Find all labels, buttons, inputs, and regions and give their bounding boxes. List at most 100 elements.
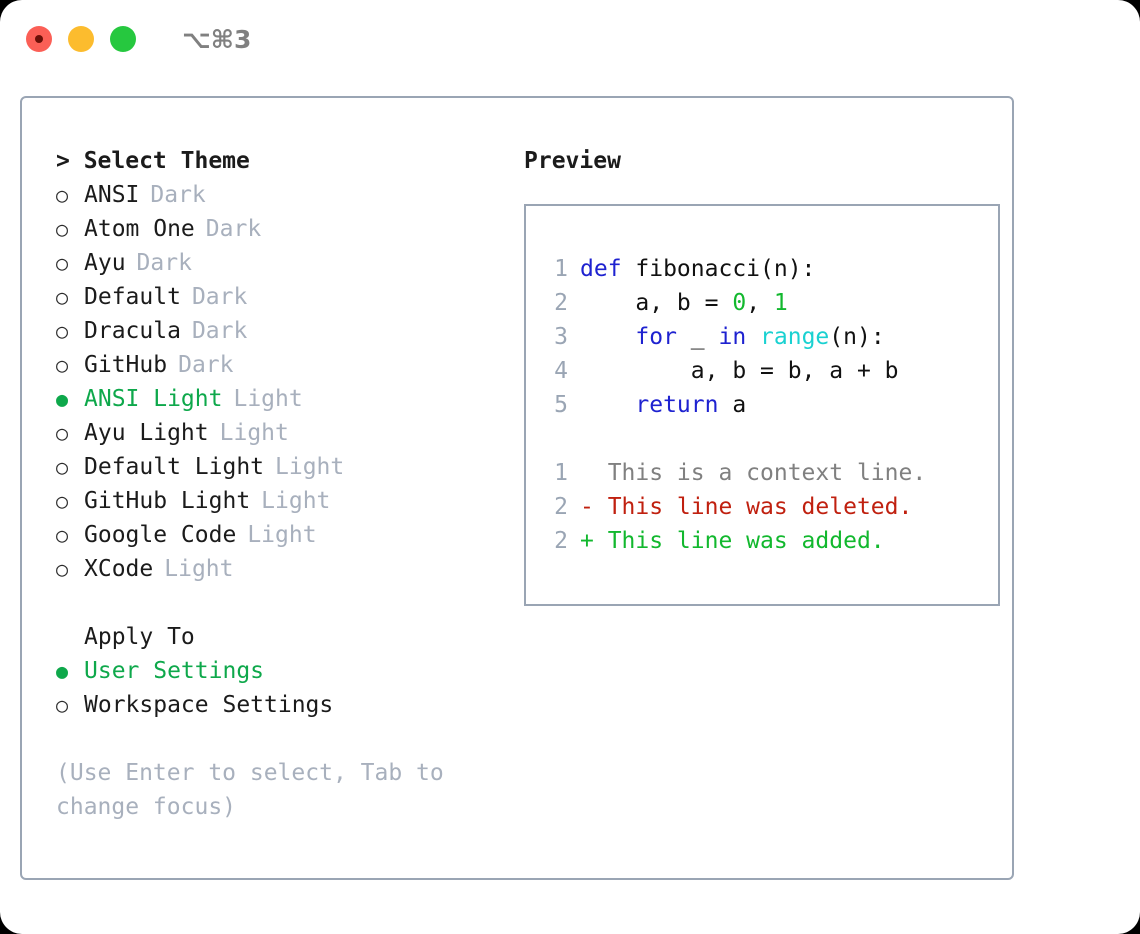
radio-unselected-icon: ○ bbox=[56, 455, 69, 479]
code-token-kw: return bbox=[635, 392, 719, 418]
title-bar: ⌥⌘3 bbox=[0, 0, 1140, 78]
select-theme-header: > Select Theme bbox=[56, 148, 250, 174]
radio-selected-icon: ● bbox=[56, 659, 69, 683]
theme-option-label: Google Code bbox=[84, 522, 237, 548]
diff-line-text: This is a context line. bbox=[580, 460, 927, 486]
code-token-kw: in bbox=[718, 324, 747, 350]
radio-unselected-icon: ○ bbox=[56, 693, 69, 717]
theme-option-tag: Light bbox=[275, 454, 345, 480]
preview-title: Preview bbox=[524, 148, 621, 174]
diff-line-number: 2 bbox=[554, 494, 568, 520]
diff-line-text: - This line was deleted. bbox=[580, 494, 913, 520]
keyboard-shortcut-label: ⌥⌘3 bbox=[182, 24, 252, 54]
code-line-content: a, b = b, a + b bbox=[580, 354, 899, 388]
theme-option-label: Atom One bbox=[84, 216, 195, 242]
code-line-number: 1 bbox=[554, 256, 568, 282]
minimize-window-button[interactable] bbox=[68, 26, 94, 52]
radio-unselected-icon: ○ bbox=[56, 217, 69, 241]
apply-to-list[interactable]: ● User Settings ○ Workspace Settings bbox=[56, 654, 500, 722]
diff-sample: 1 This is a context line. 2 - This line wa… bbox=[544, 456, 998, 558]
theme-option-tag: Dark bbox=[150, 182, 206, 208]
theme-option-ayu[interactable]: ○ Ayu Dark bbox=[56, 246, 500, 280]
theme-option-tag: Dark bbox=[205, 216, 262, 242]
radio-unselected-icon: ○ bbox=[56, 183, 69, 207]
code-line-content: a, b = 0, 1 bbox=[580, 286, 788, 320]
code-line-content: for _ in range(n): bbox=[580, 320, 885, 354]
code-token-id: _ bbox=[676, 324, 719, 350]
close-icon bbox=[35, 35, 43, 43]
apply-to-option-user-settings[interactable]: ● User Settings bbox=[56, 654, 500, 688]
theme-option-label: Ayu bbox=[84, 250, 126, 276]
diff-line-text: + This line was added. bbox=[580, 528, 885, 554]
theme-option-ayu-light[interactable]: ○ Ayu Light Light bbox=[56, 416, 500, 450]
theme-option-label: ANSI bbox=[84, 182, 140, 208]
code-token-num: 1 bbox=[773, 290, 788, 316]
theme-option-tag: Dark bbox=[191, 318, 248, 344]
code-token-kw: def bbox=[580, 256, 636, 282]
radio-unselected-icon: ○ bbox=[56, 285, 69, 309]
code-token-num: 0 bbox=[732, 290, 747, 316]
code-token-id: , bbox=[746, 290, 774, 316]
code-token-id: a, b = bbox=[580, 290, 733, 316]
theme-option-github-light[interactable]: ○ GitHub Light Light bbox=[56, 484, 500, 518]
code-token-id: a, b = b, a + b bbox=[580, 358, 899, 384]
theme-option-atom-one[interactable]: ○ Atom One Dark bbox=[56, 212, 500, 246]
theme-option-tag: Light bbox=[164, 556, 234, 582]
diff-line-ctx: 1 This is a context line. bbox=[544, 456, 998, 490]
radio-unselected-icon: ○ bbox=[56, 353, 69, 377]
apply-to-header: Apply To bbox=[84, 624, 195, 650]
code-line: 4 a, b = b, a + b bbox=[544, 354, 998, 388]
close-window-button[interactable] bbox=[26, 26, 52, 52]
code-token-id bbox=[580, 392, 635, 418]
apply-to-option-label: User Settings bbox=[84, 658, 265, 684]
theme-option-tag: Light bbox=[247, 522, 317, 548]
theme-option-ansi[interactable]: ○ ANSI Dark bbox=[56, 178, 500, 212]
theme-option-label: GitHub bbox=[84, 352, 168, 378]
theme-option-tag: Dark bbox=[136, 250, 192, 276]
code-line: 2 a, b = 0, 1 bbox=[544, 286, 998, 320]
code-token-id: a bbox=[718, 392, 747, 418]
code-token-fn: range bbox=[760, 324, 830, 350]
code-line-number: 2 bbox=[554, 290, 568, 316]
code-line: 3 for _ in range(n): bbox=[544, 320, 998, 354]
diff-line-del: 2 - This line was deleted. bbox=[544, 490, 998, 524]
diff-line-number: 1 bbox=[554, 460, 568, 486]
code-token-kw: for bbox=[635, 324, 677, 350]
code-line-content: return a bbox=[580, 388, 746, 422]
theme-option-label: GitHub Light bbox=[84, 488, 251, 514]
code-line: 1 def fibonacci(n): bbox=[544, 252, 998, 286]
code-token-id: (n): bbox=[829, 324, 885, 350]
code-line: 5 return a bbox=[544, 388, 998, 422]
maximize-window-button[interactable] bbox=[110, 26, 136, 52]
code-line-number: 3 bbox=[554, 324, 568, 350]
radio-unselected-icon: ○ bbox=[56, 557, 69, 581]
radio-unselected-icon: ○ bbox=[56, 421, 69, 445]
theme-option-label: Ayu Light bbox=[84, 420, 209, 446]
apply-to-option-label: Workspace Settings bbox=[84, 692, 334, 718]
apply-to-option-workspace-settings[interactable]: ○ Workspace Settings bbox=[56, 688, 500, 722]
radio-unselected-icon: ○ bbox=[56, 251, 69, 275]
theme-option-tag: Light bbox=[219, 420, 289, 446]
diff-line-add: 2 + This line was added. bbox=[544, 524, 998, 558]
radio-selected-icon: ● bbox=[56, 387, 69, 411]
diff-line-number: 2 bbox=[554, 528, 568, 554]
code-token-id bbox=[746, 324, 760, 350]
code-line-number: 4 bbox=[554, 358, 568, 384]
radio-unselected-icon: ○ bbox=[56, 489, 69, 513]
code-line-content: def fibonacci(n): bbox=[580, 252, 815, 286]
code-token-id: fibonacci(n): bbox=[635, 256, 816, 282]
theme-option-tag: Light bbox=[261, 488, 331, 514]
